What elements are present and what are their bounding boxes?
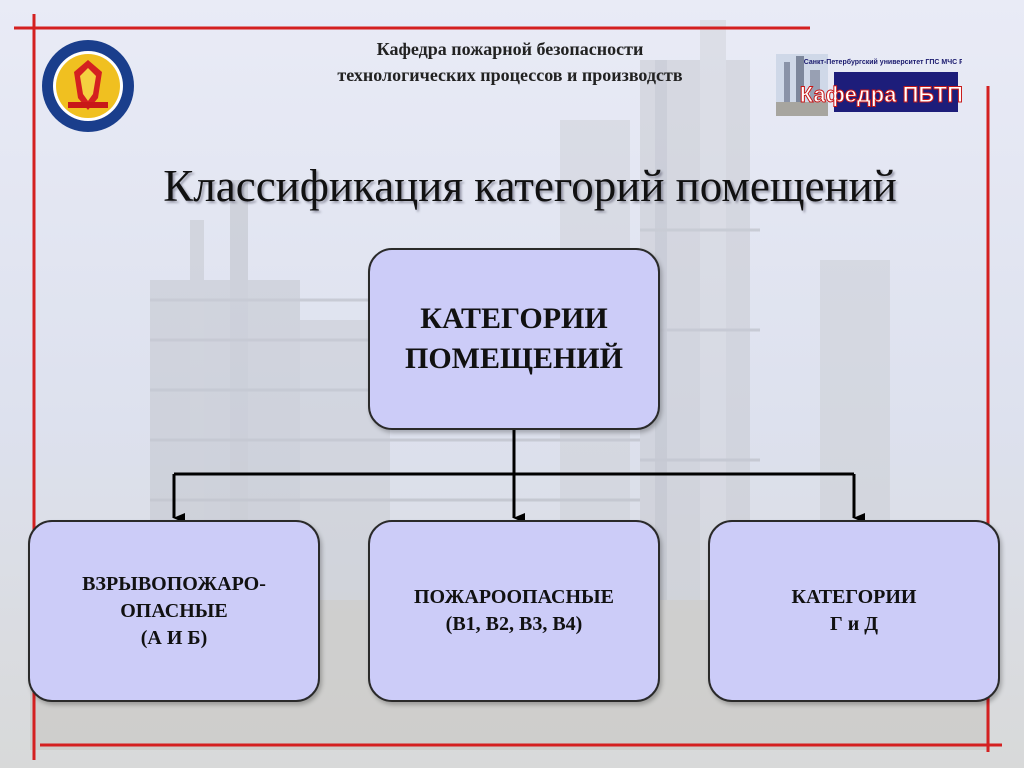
explosive-fire-hazard-box: ВЗРЫВОПОЖАРО- ОПАСНЫЕ (А И Б) bbox=[28, 520, 320, 702]
department-title-line1: Кафедра пожарной безопасности bbox=[376, 39, 644, 59]
category-gd-box: КАТЕГОРИИ Г и Д bbox=[708, 520, 1000, 702]
department-logo-caption: Санкт-Петербургский университет ГПС МЧС … bbox=[804, 58, 962, 66]
refinery-photo-icon bbox=[776, 54, 828, 116]
explosive-line2: ОПАСНЫЕ bbox=[120, 599, 228, 622]
fire-hazard-line2: (В1, В2, В3, В4) bbox=[445, 613, 583, 635]
university-emblem-icon bbox=[42, 40, 134, 132]
explosive-line3: (А И Б) bbox=[140, 626, 208, 649]
department-title-line2: технологических процессов и производств bbox=[337, 65, 683, 85]
root-category-box: КАТЕГОРИИ ПОМЕЩЕНИЙ bbox=[368, 248, 660, 430]
fire-hazard-line1: ПОЖАРООПАСНЫЕ bbox=[413, 586, 615, 608]
root-line2: ПОМЕЩЕНИЙ bbox=[405, 342, 623, 375]
slide-title: Классификация категорий помещений bbox=[163, 161, 897, 211]
category-gd-line1: КАТЕГОРИИ bbox=[791, 586, 917, 608]
department-logo: Санкт-Петербургский университет ГПС МЧС … bbox=[776, 54, 962, 116]
fire-hazard-box: ПОЖАРООПАСНЫЕ (В1, В2, В3, В4) bbox=[368, 520, 660, 702]
explosive-line1: ВЗРЫВОПОЖАРО- bbox=[82, 572, 266, 595]
root-line1: КАТЕГОРИИ bbox=[420, 302, 608, 335]
department-logo-label: Кафедра ПБТПиП bbox=[800, 82, 962, 107]
category-gd-line2: Г и Д bbox=[829, 613, 878, 635]
department-title: Кафедра пожарной безопасности технологич… bbox=[230, 36, 790, 88]
